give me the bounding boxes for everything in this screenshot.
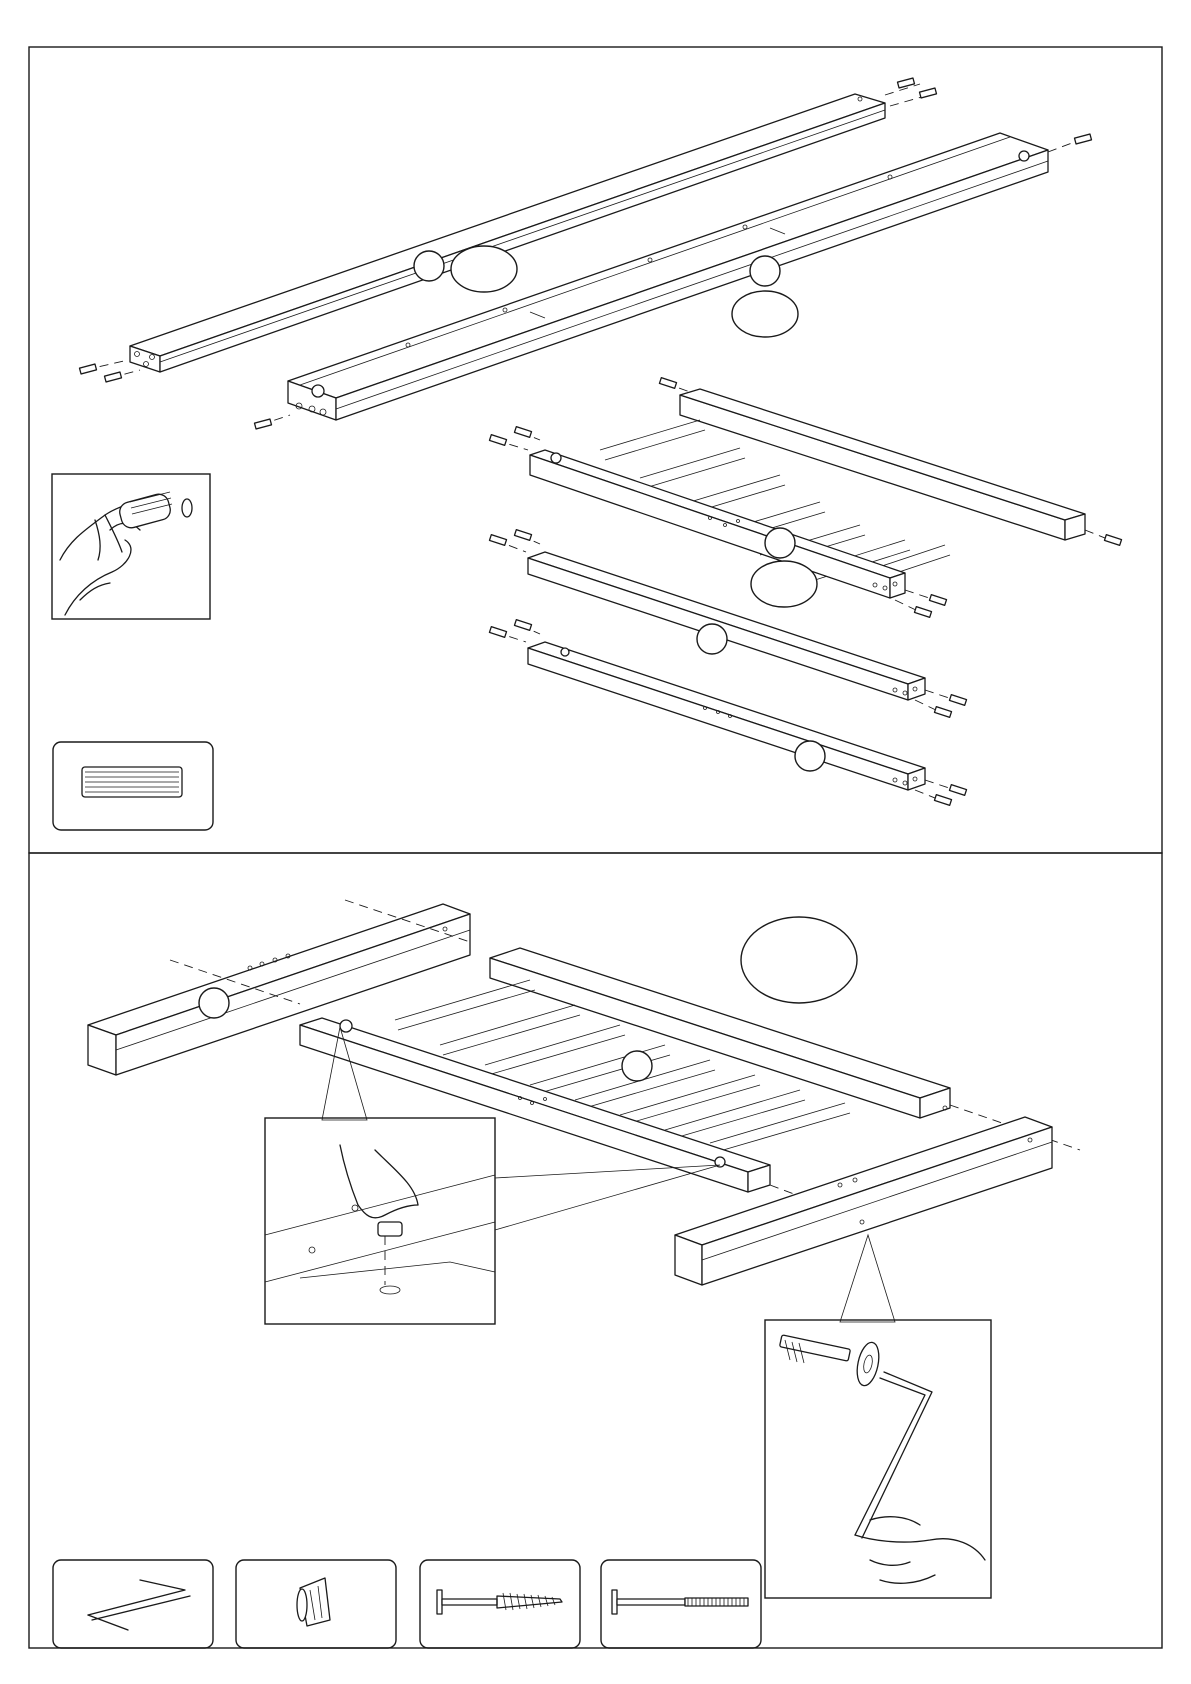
callout-circle bbox=[622, 1051, 652, 1081]
middle-plank bbox=[489, 530, 966, 718]
detail-cam-nut bbox=[265, 1027, 720, 1324]
bottom-plank bbox=[489, 620, 966, 806]
right-leg-post bbox=[675, 1117, 1052, 1285]
callout-circle bbox=[795, 741, 825, 771]
detail-dowel-insertion bbox=[52, 474, 210, 619]
part-box-wood-bolt bbox=[420, 1560, 580, 1648]
callout-circle bbox=[414, 251, 444, 281]
panel-step-1 bbox=[29, 47, 1162, 853]
machine-bolt-icon bbox=[612, 1590, 748, 1614]
callout-ellipse bbox=[451, 246, 517, 292]
callout-circle bbox=[697, 624, 727, 654]
part-box-dowel bbox=[53, 742, 213, 830]
callout-ellipse bbox=[741, 917, 857, 1003]
part-box-cam-nut bbox=[236, 1560, 396, 1648]
part-box-allen-key bbox=[53, 1560, 213, 1648]
callout-ellipse bbox=[732, 291, 798, 337]
callout-circle bbox=[750, 256, 780, 286]
dowels-rail-ends bbox=[79, 78, 1091, 429]
panel-step-2 bbox=[29, 853, 1162, 1648]
callout-circle bbox=[199, 988, 229, 1018]
callout-ellipse bbox=[751, 561, 817, 607]
wood-bolt-icon bbox=[437, 1590, 562, 1614]
detail-frame bbox=[265, 1118, 495, 1324]
part-box-machine-bolt bbox=[601, 1560, 761, 1648]
detail-bolt-tightening bbox=[765, 1235, 991, 1598]
callout-circle bbox=[765, 528, 795, 558]
